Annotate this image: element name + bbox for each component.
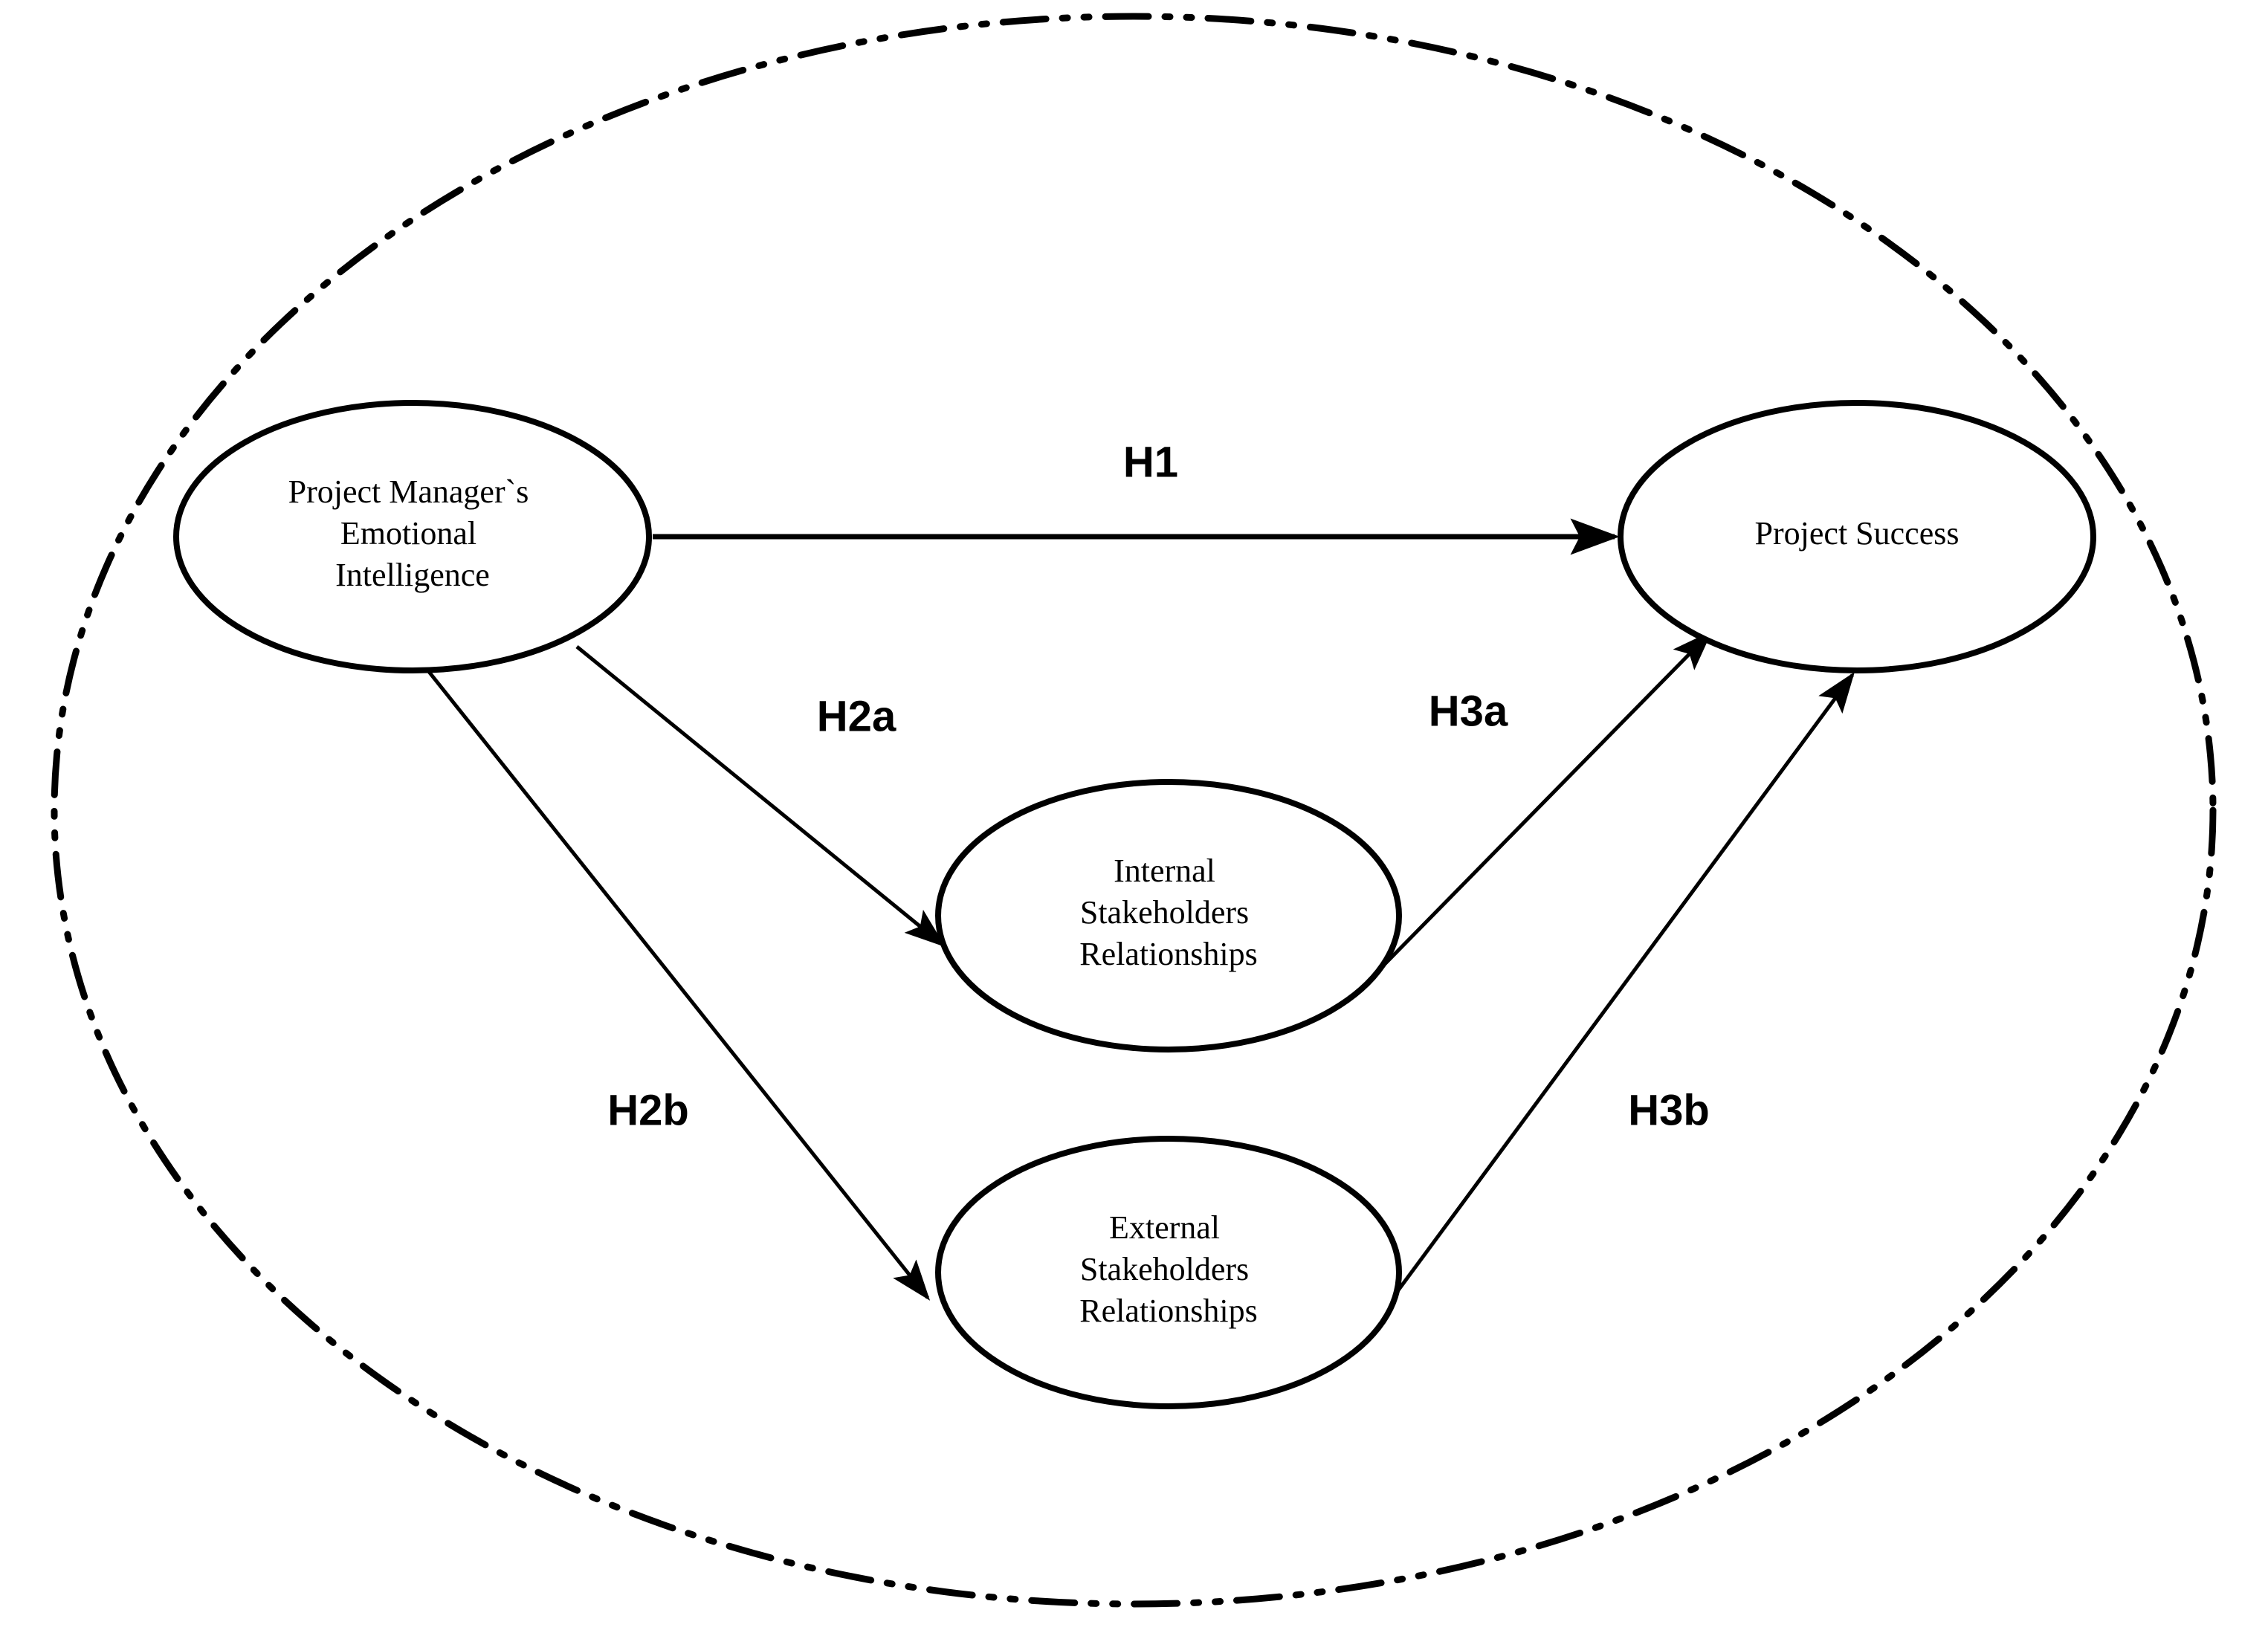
- hypothesis-label-h3a: H3a: [1429, 687, 1508, 735]
- node-external-stakeholders-relationships-ellipse[interactable]: [935, 1136, 1402, 1409]
- node-label-line: Emotional: [340, 515, 476, 552]
- hypothesis-label-h2a: H2a: [817, 692, 896, 740]
- node-internal-stakeholders-relationships[interactable]: Internal Stakeholders Relationships: [935, 779, 1402, 1052]
- path-h2a-line: [575, 645, 946, 948]
- node-label-line: Stakeholders: [1080, 1251, 1249, 1287]
- node-label-line: Relationships: [1079, 936, 1258, 972]
- node-internal-stakeholders-relationships-ellipse[interactable]: [935, 779, 1402, 1052]
- node-pm-emotional-intelligence[interactable]: Project Manager`s Emotional Intelligence: [173, 400, 652, 673]
- path-h3b: [1389, 671, 1855, 1301]
- path-h2b-line: [425, 667, 931, 1301]
- node-project-success-ellipse[interactable]: [1618, 400, 2096, 673]
- node-label-line: Internal: [1114, 853, 1215, 889]
- path-h2b: [425, 667, 931, 1301]
- hypothesis-label-h3b: H3b: [1628, 1086, 1710, 1134]
- node-label-line: Project Manager`s: [288, 473, 529, 510]
- path-h3b-line: [1389, 671, 1855, 1301]
- node-label-line: Project Success: [1755, 515, 1960, 552]
- hypothesis-label-h1: H1: [1123, 438, 1178, 486]
- path-h3a: [1381, 630, 1713, 968]
- path-h3a-line: [1381, 630, 1713, 968]
- node-external-stakeholders-relationships-label: External Stakeholders Relationships: [1079, 1209, 1258, 1329]
- node-internal-stakeholders-relationships-label: Internal Stakeholders Relationships: [1079, 853, 1258, 972]
- node-label-line: External: [1109, 1209, 1220, 1246]
- node-project-success-label: Project Success: [1755, 515, 1960, 552]
- node-label-line: Stakeholders: [1080, 894, 1249, 931]
- node-label-line: Intelligence: [335, 557, 490, 593]
- node-project-success[interactable]: Project Success: [1618, 400, 2096, 673]
- node-label-line: Relationships: [1079, 1293, 1258, 1329]
- node-pm-emotional-intelligence-label: Project Manager`s Emotional Intelligence: [288, 473, 537, 593]
- path-h2a: [575, 645, 946, 948]
- node-pm-emotional-intelligence-ellipse[interactable]: [173, 400, 652, 673]
- hypothesis-label-h2b: H2b: [607, 1086, 689, 1134]
- system-boundary-ellipse: [51, 13, 2217, 1608]
- node-external-stakeholders-relationships[interactable]: External Stakeholders Relationships: [935, 1136, 1402, 1409]
